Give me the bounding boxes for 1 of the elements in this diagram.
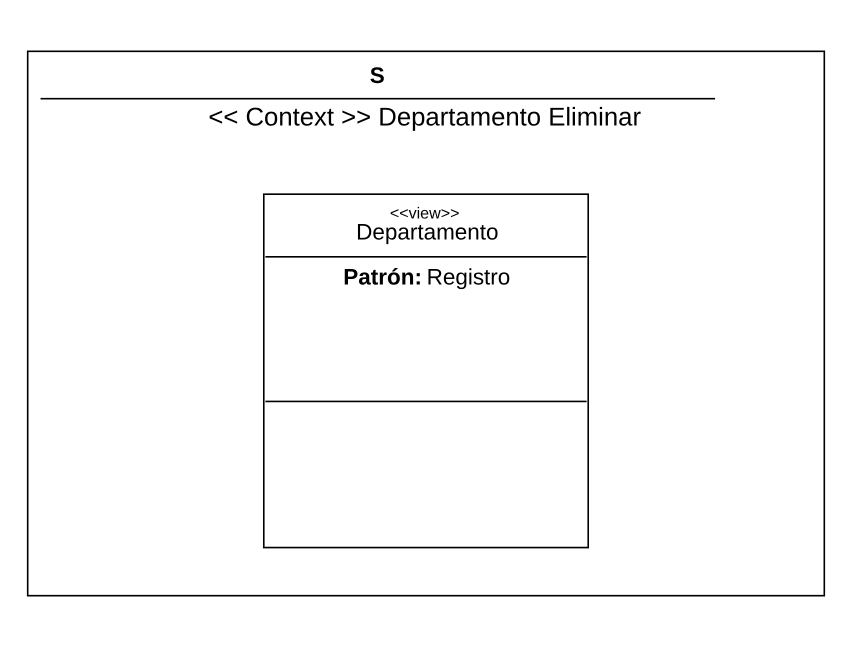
node-box: <<view>> Departamento Patrón: Registro — [262, 192, 590, 548]
